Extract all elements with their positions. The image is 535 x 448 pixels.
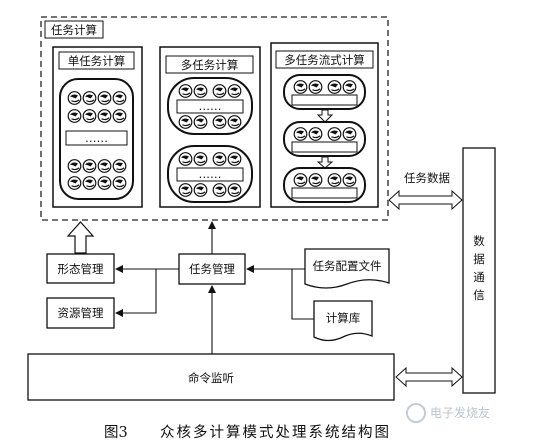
stream-flow-arrow-1 — [316, 109, 334, 123]
compute-lib-group: 计算库 — [313, 300, 373, 342]
multi-task-label-box — [165, 55, 254, 74]
lib-to-task-line — [291, 269, 314, 320]
watermark-logo-icon — [406, 403, 426, 423]
task-mgmt-label: 任务管理 — [189, 262, 235, 276]
resource-mgmt-box — [46, 297, 115, 329]
single-task-label: 单任务计算 — [68, 54, 126, 68]
watermark: 电子发烧友 — [406, 403, 490, 423]
form-mgmt-label: 形态管理 — [58, 262, 104, 276]
stream-task-panel: 多任务流式计算 — [270, 42, 379, 208]
connectors — [115, 221, 314, 354]
multi-task-panel: 多任务计算 …… …… — [159, 46, 261, 208]
task-config-file-group: 任务配置文件 — [304, 248, 390, 289]
form-mgmt-group: 形态管理 — [46, 221, 115, 284]
compute-lib-label: 计算库 — [326, 311, 361, 325]
task-data-link: 任务数据 — [388, 171, 463, 211]
multi-core-dots-box-1 — [176, 99, 244, 114]
task-config-file-label: 任务配置文件 — [313, 259, 382, 273]
multi-core-dots-1: …… — [199, 99, 222, 113]
task-data-label: 任务数据 — [404, 171, 450, 185]
single-task-box — [52, 46, 143, 208]
multi-task-box — [159, 46, 261, 208]
task-mgmt-box — [178, 253, 246, 285]
single-core-dots-box — [65, 130, 128, 146]
resource-mgmt-label: 资源管理 — [58, 306, 104, 320]
data-comm-group: 数 据 通 信 — [462, 147, 496, 394]
multi-task-label: 多任务计算 — [181, 58, 239, 72]
data-comm-char-4: 信 — [473, 288, 485, 302]
command-monitor-label: 命令监听 — [188, 371, 234, 385]
figure-caption: 图3 众核多计算模式处理系统结构图 — [104, 424, 391, 441]
task-config-file-shape — [304, 248, 390, 289]
single-core-dots: …… — [85, 131, 108, 145]
stream-flow-arrow-2 — [316, 156, 334, 169]
task-compute-title-box — [44, 20, 104, 39]
stream-task-label: 多任务流式计算 — [284, 53, 365, 67]
stream-task-label-box — [275, 50, 374, 69]
single-task-panel: 单任务计算 …… — [52, 46, 143, 208]
data-comm-char-2: 据 — [473, 252, 485, 266]
form-mgmt-box — [46, 253, 115, 284]
single-task-label-box — [58, 51, 135, 70]
command-monitor-group: 命令监听 — [27, 353, 463, 401]
stream-core-dots-box-1 — [291, 94, 358, 106]
data-comm-box — [462, 147, 496, 394]
caption-text: 众核多计算模式处理系统结构图 — [160, 424, 391, 441]
data-comm-char-1: 数 — [473, 234, 485, 248]
task-to-resource-arrow — [115, 269, 157, 317]
command-monitor-box — [27, 353, 395, 401]
multi-core-dots-2: …… — [199, 167, 222, 181]
multi-core-dots-box-2 — [176, 167, 244, 182]
task-compute-dashed-box — [40, 16, 389, 221]
task-mgmt-group: 任务管理 — [178, 253, 246, 285]
watermark-text: 电子发烧友 — [430, 405, 490, 420]
resource-mgmt-group: 资源管理 — [46, 297, 115, 329]
data-comm-char-3: 通 — [473, 270, 485, 284]
stream-core-dots-box-3 — [291, 187, 358, 199]
command-comm-double-arrow — [395, 366, 463, 388]
task-compute-title: 任务计算 — [51, 23, 97, 37]
caption-figure-number: 图3 — [104, 425, 128, 441]
stream-core-dots-box-2 — [291, 141, 358, 153]
stream-task-box — [270, 42, 379, 208]
task-compute-group: 任务计算 — [40, 16, 389, 221]
task-data-double-arrow — [388, 189, 463, 211]
compute-lib-shape — [313, 300, 373, 342]
form-to-compute-arrow — [66, 221, 95, 254]
